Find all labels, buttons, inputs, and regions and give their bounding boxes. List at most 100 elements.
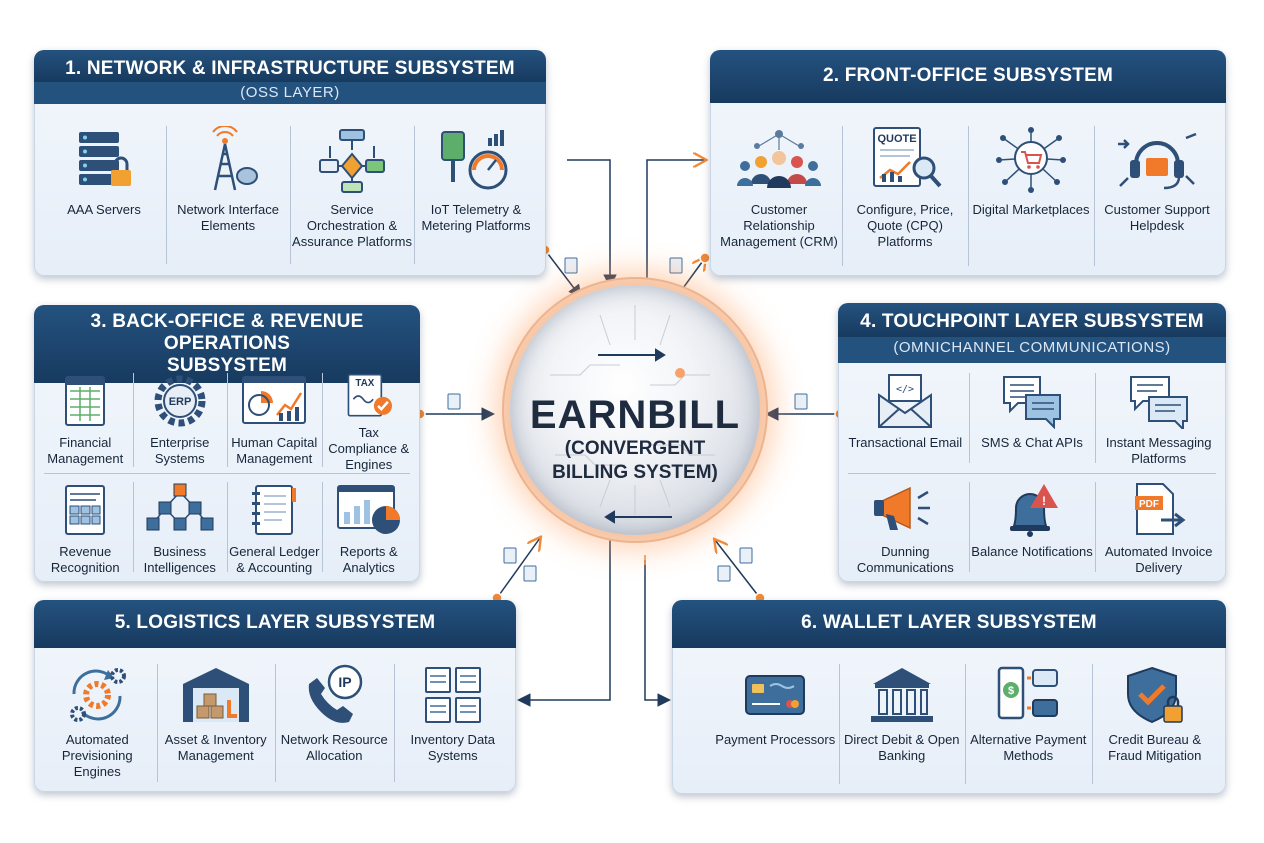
item-balance-notifications[interactable]: ! Balance Notifications xyxy=(968,478,1096,578)
dashboard-chart-icon xyxy=(242,376,307,424)
item-revenue-recognition[interactable]: Revenue Recognition xyxy=(38,478,133,578)
wallet-panel: 6. WALLET LAYER SUBSYSTEM Payment Proces… xyxy=(672,600,1226,794)
item-label: Financial Management xyxy=(47,435,124,466)
message-bubbles-icon xyxy=(1129,376,1188,429)
report-pie-icon xyxy=(336,485,400,534)
item-label: Network Resource Allocation xyxy=(280,732,388,763)
quote-badge: QUOTE xyxy=(877,133,916,145)
panel-title: 4. TOUCHPOINT LAYER SUBSYSTEM xyxy=(860,311,1204,332)
hub-subtitle: (CONVERGENT BILLING SYSTEM) xyxy=(510,437,760,485)
item-label: Dunning Communications xyxy=(856,544,954,575)
item-payment-processors[interactable]: Payment Processors xyxy=(712,660,839,790)
item-crm[interactable]: Customer Relationship Management (CRM) xyxy=(716,122,842,272)
item-sms-chat[interactable]: SMS & Chat APIs xyxy=(968,369,1096,469)
item-asset-inventory[interactable]: Asset & Inventory Management xyxy=(156,660,276,788)
item-label: Tax Compliance & Engines xyxy=(328,425,410,472)
panel-header: 4. TOUCHPOINT LAYER SUBSYSTEM xyxy=(838,303,1226,337)
item-label: Inventory Data Systems xyxy=(410,732,496,763)
item-transactional-email[interactable]: </> Transactional Email xyxy=(842,369,969,469)
item-enterprise-systems[interactable]: ERP Enterprise Systems xyxy=(132,369,228,473)
panel-subtitle: (OSS LAYER) xyxy=(34,82,546,104)
item-label: Payment Processors xyxy=(715,732,836,747)
bank-icon xyxy=(870,668,933,722)
item-label: Human Capital Management xyxy=(231,435,318,466)
tax-document-icon: TAX xyxy=(347,373,392,417)
item-service-orchestration[interactable]: Service Orchestration & Assurance Platfo… xyxy=(290,122,414,270)
item-label: Service Orchestration & Assurance Platfo… xyxy=(292,202,412,249)
item-label: Customer Relationship Management (CRM) xyxy=(720,202,838,249)
item-label: General Ledger & Accounting xyxy=(229,544,320,575)
item-business-intelligences[interactable]: Business Intelligences xyxy=(132,478,228,578)
mobile-wallet-icon: $ xyxy=(998,666,1059,720)
item-reports-analytics[interactable]: Reports & Analytics xyxy=(321,478,417,578)
item-customer-support[interactable]: Customer Support Helpdesk xyxy=(1094,122,1220,272)
item-tax-compliance[interactable]: TAX Tax Compliance & Engines xyxy=(321,369,417,473)
item-label: Transactional Email xyxy=(848,435,963,450)
flowchart-icon xyxy=(319,129,385,193)
item-label: Enterprise Systems xyxy=(150,435,210,466)
item-label: AAA Servers xyxy=(67,202,141,217)
item-credit-bureau[interactable]: Credit Bureau & Fraud Mitigation xyxy=(1091,660,1219,790)
email-code-icon: </> xyxy=(878,374,933,428)
item-dunning[interactable]: Dunning Communications xyxy=(842,478,969,578)
item-network-resource[interactable]: IP Network Resource Allocation xyxy=(275,660,394,788)
shield-lock-icon xyxy=(1126,666,1183,724)
item-label: Automated Invoice Delivery xyxy=(1104,544,1213,575)
touchpoint-panel: 4. TOUCHPOINT LAYER SUBSYSTEM (OMNICHANN… xyxy=(838,303,1226,582)
item-label: Configure, Price, Quote (CPQ) Platforms xyxy=(856,202,954,249)
phone-ip-icon: IP xyxy=(309,664,363,723)
panel-title-line2: SUBSYSTEM xyxy=(166,355,288,376)
panel-title: 2. FRONT-OFFICE SUBSYSTEM xyxy=(822,65,1114,86)
item-automated-previsioning[interactable]: Automated Previsioning Engines xyxy=(38,660,157,788)
item-inventory-data[interactable]: Inventory Data Systems xyxy=(393,660,513,788)
svg-text:$: $ xyxy=(1008,685,1014,697)
item-human-capital[interactable]: Human Capital Management xyxy=(227,369,322,473)
item-label: Customer Support Helpdesk xyxy=(1104,202,1210,233)
item-digital-marketplaces[interactable]: Digital Marketplaces xyxy=(968,122,1094,272)
earnbill-hub: EARNBILL (CONVERGENT BILLING SYSTEM) xyxy=(510,285,760,535)
panel-title: 6. WALLET LAYER SUBSYSTEM xyxy=(801,612,1097,633)
item-alternative-payment[interactable]: $ Alternative Payment Methods xyxy=(965,660,1092,790)
documents-grid-icon xyxy=(424,667,481,723)
tax-badge: TAX xyxy=(355,378,374,389)
cubes-network-icon xyxy=(146,483,214,531)
hub-title: EARNBILL xyxy=(529,393,741,437)
panel-title: 1. NETWORK & INFRASTRUCTURE SUBSYSTEM xyxy=(65,58,515,79)
item-label: SMS & Chat APIs xyxy=(981,435,1083,450)
bell-alert-icon: ! xyxy=(1010,484,1058,537)
item-iot-telemetry[interactable]: IoT Telemetry & Metering Platforms xyxy=(414,122,538,270)
megaphone-icon xyxy=(874,486,931,530)
ledger-sheet-icon xyxy=(65,376,106,426)
item-instant-messaging[interactable]: Instant Messaging Platforms xyxy=(1095,369,1222,469)
panel-header: 1. NETWORK & INFRASTRUCTURE SUBSYSTEM xyxy=(34,50,546,82)
people-network-icon xyxy=(737,130,821,188)
item-label: Direct Debit & Open Banking xyxy=(843,732,960,763)
front-office-panel: 2. FRONT-OFFICE SUBSYSTEM Customer Relat… xyxy=(710,50,1226,276)
svg-text:!: ! xyxy=(1042,494,1046,508)
item-cpq[interactable]: QUOTE Configure, Price, Quote (CPQ) Plat… xyxy=(842,122,968,272)
gears-cycle-icon xyxy=(70,668,127,722)
item-label: Digital Marketplaces xyxy=(972,202,1090,217)
item-aaa-servers[interactable]: AAA Servers xyxy=(42,122,166,270)
item-label: Balance Notifications xyxy=(971,544,1093,559)
panel-title-line1: 3. BACK-OFFICE & REVENUE OPERATIONS xyxy=(90,311,364,354)
item-label: Asset & Inventory Management xyxy=(164,732,267,763)
item-financial-management[interactable]: Financial Management xyxy=(38,369,133,473)
notebook-icon xyxy=(252,485,297,535)
item-direct-debit[interactable]: Direct Debit & Open Banking xyxy=(838,660,966,790)
panel-title: 5. LOGISTICS LAYER SUBSYSTEM xyxy=(114,612,436,633)
warehouse-icon xyxy=(182,668,249,722)
item-general-ledger[interactable]: General Ledger & Accounting xyxy=(227,478,322,578)
item-automated-invoice[interactable]: PDF Automated Invoice Delivery xyxy=(1095,478,1222,578)
erp-badge: ERP xyxy=(168,396,191,408)
credit-card-icon xyxy=(745,675,806,715)
item-label: Revenue Recognition xyxy=(50,544,120,575)
item-network-interface[interactable]: Network Interface Elements xyxy=(166,122,290,270)
circuit-pattern-icon xyxy=(550,305,715,524)
hub-subtitle-line1: (CONVERGENT xyxy=(564,438,706,459)
hub-subtitle-line2: BILLING SYSTEM) xyxy=(552,462,718,483)
item-label: Instant Messaging Platforms xyxy=(1105,435,1212,466)
item-label: Reports & Analytics xyxy=(339,544,398,575)
erp-gear-icon: ERP xyxy=(154,375,206,427)
network-infrastructure-panel: 1. NETWORK & INFRASTRUCTURE SUBSYSTEM (O… xyxy=(34,50,546,276)
